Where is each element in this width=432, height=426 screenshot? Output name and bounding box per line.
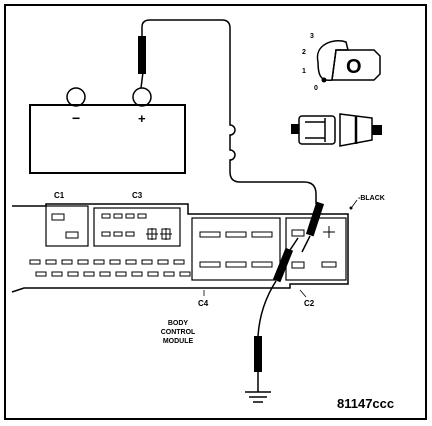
connector-center-block xyxy=(191,217,281,281)
c3-label: C3 xyxy=(132,191,143,200)
battery-negative-label: − xyxy=(72,110,80,126)
probe-tip-c2-lower xyxy=(289,237,299,251)
plug-right-stub xyxy=(372,125,382,135)
test-lead-ground xyxy=(254,237,299,392)
c3-terminals xyxy=(101,213,172,240)
probe-tip-battery xyxy=(140,71,144,89)
plug-left-body xyxy=(298,115,336,145)
ground-lead-wire xyxy=(257,280,277,337)
probe-handle-battery xyxy=(138,36,146,74)
test-lead-wire xyxy=(141,19,317,204)
probe-handle-c2-upper xyxy=(305,201,325,237)
connector-c1 xyxy=(45,205,89,247)
c1-terminal xyxy=(51,213,65,221)
key-blade-icon xyxy=(331,49,381,81)
test-lead-battery xyxy=(138,19,317,204)
c2-label: C2 xyxy=(304,299,315,308)
battery-positive-label: + xyxy=(138,111,146,126)
ignition-position-3: 3 xyxy=(310,33,314,40)
ignition-position-0: 0 xyxy=(314,85,318,92)
probe-tip-c2-upper xyxy=(301,235,311,253)
module-name-line1: BODY xyxy=(168,320,189,327)
probe-handle-c2-lower xyxy=(272,247,294,283)
ignition-switch: 3 2 1 0 O xyxy=(302,33,381,92)
c4-label: C4 xyxy=(198,299,209,308)
wire-color-callout: -BLACK xyxy=(349,195,385,210)
body-control-module: C1 C3 C2 xyxy=(11,191,349,345)
ground-icon xyxy=(245,391,271,403)
battery: − + xyxy=(29,87,186,174)
wire-color-point xyxy=(349,206,353,210)
module-name-line3: MODULE xyxy=(163,338,194,345)
ignition-position-1: 1 xyxy=(302,68,306,75)
figure-id: 81147ccc xyxy=(337,396,394,411)
connector-plug-icon xyxy=(291,113,382,147)
c2-leader xyxy=(299,289,307,298)
connector-c4 xyxy=(29,259,191,277)
test-lead-c2-probe xyxy=(301,201,325,253)
wire-color-label: -BLACK xyxy=(358,195,385,202)
plug-right-body xyxy=(339,113,373,147)
c2-terminals xyxy=(291,226,337,269)
battery-positive-terminal xyxy=(132,87,152,107)
plug-left-stub xyxy=(291,124,299,134)
diagram-frame xyxy=(4,4,427,420)
module-name-line2: CONTROL xyxy=(161,329,196,336)
connector-c3 xyxy=(93,207,181,247)
module-outline xyxy=(11,203,349,293)
wire-color-leader xyxy=(351,199,358,208)
c1-terminal xyxy=(65,231,79,239)
c1-label: C1 xyxy=(54,191,65,200)
battery-negative-terminal xyxy=(66,87,86,107)
battery-case xyxy=(29,104,186,174)
center-block-terminals xyxy=(199,231,273,268)
ignition-position-2: 2 xyxy=(302,49,306,56)
key-letter: O xyxy=(346,56,362,78)
plug-left-latch xyxy=(305,118,326,142)
probe-handle-ground xyxy=(254,336,262,372)
